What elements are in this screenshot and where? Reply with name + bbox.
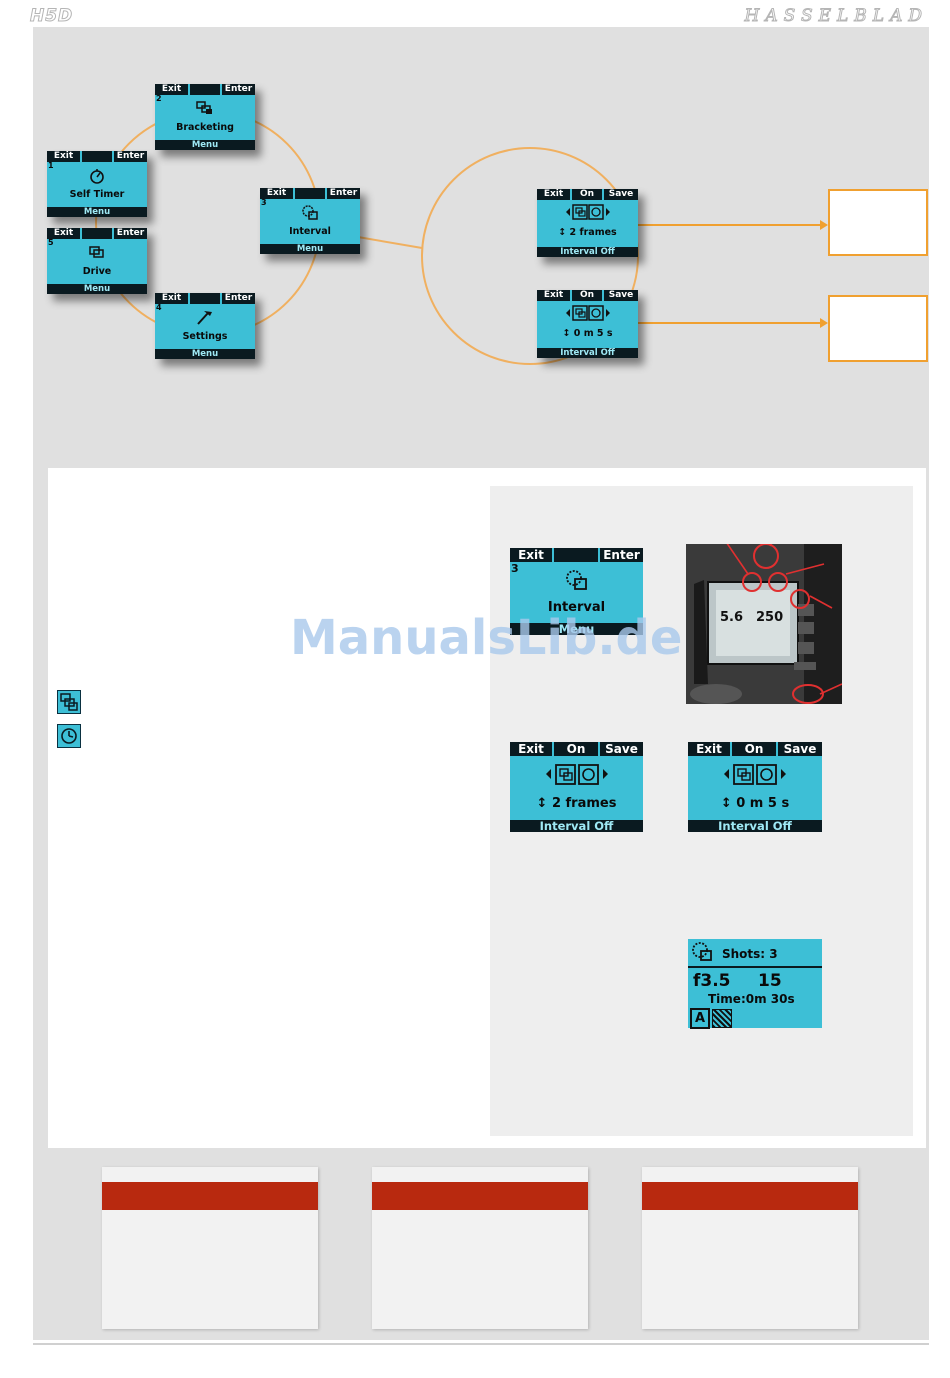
divider (688, 966, 822, 968)
drive-icon (47, 244, 147, 264)
callout-box-frames (828, 189, 928, 256)
info-card-3 (642, 1167, 858, 1329)
camera-shutter-readout: 250 (756, 610, 784, 625)
mode-indicator: A (690, 1008, 710, 1029)
bracketing-interval-icons (537, 203, 638, 225)
info-card-1 (102, 1167, 318, 1329)
bracketing-interval-icons (510, 762, 643, 790)
camera-grip-photo: 5.6 250 (686, 523, 843, 704)
model-logo: H5D (29, 6, 74, 27)
pattern-icon (712, 1009, 732, 1028)
interval-icon (510, 568, 643, 596)
info-card-2 (372, 1167, 588, 1329)
bracketing-interval-icons (537, 304, 638, 326)
interval-timer-icon (57, 724, 81, 748)
callout-box-time (828, 295, 928, 362)
elapsed-time: Time:0m 30s (708, 992, 795, 1006)
bracketing-icon (155, 100, 255, 120)
interval-shots-screen: Shots: 3 f3.5 15 Time:0m 30s A (688, 939, 822, 1029)
menu-flow-lines (95, 110, 828, 365)
card-header-band (642, 1182, 858, 1210)
brand-logo: HASSELBLAD (744, 6, 928, 27)
interval-icon (690, 941, 714, 967)
page-rule (33, 1343, 929, 1345)
settings-icon (155, 308, 255, 330)
bracketing-icon (57, 690, 81, 714)
aperture-value: f3.5 (693, 971, 731, 991)
bracketing-interval-icons (688, 762, 822, 790)
watermark: ManualsLib.de (290, 610, 683, 666)
card-header-band (372, 1182, 588, 1210)
card-header-band (102, 1182, 318, 1210)
interval-icon (260, 203, 360, 225)
camera-aperture-readout: 5.6 (720, 610, 744, 625)
shutter-value: 15 (758, 971, 782, 991)
timer-icon (47, 167, 147, 189)
shots-count: Shots: 3 (722, 947, 778, 961)
